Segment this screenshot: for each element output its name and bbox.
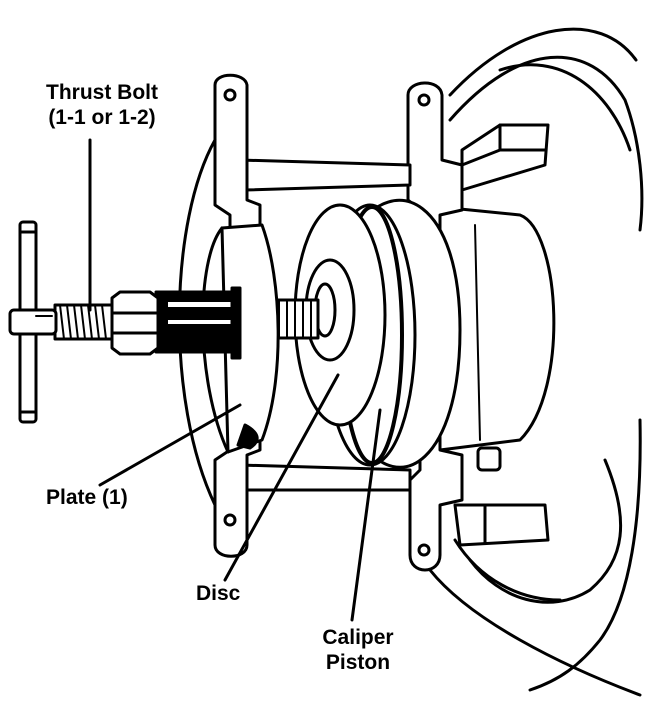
- t-handle: [10, 222, 56, 422]
- caliper-piston-label-line1: Caliper: [303, 625, 413, 650]
- tool-body: [156, 288, 240, 358]
- thrust-bolt-label-line2: (1-1 or 1-2): [14, 105, 190, 130]
- disc-label: Disc: [196, 581, 240, 606]
- caliper-piston-label-line2: Piston: [303, 650, 413, 675]
- thrust-bolt-thread: [55, 305, 112, 339]
- hex-nut: [112, 292, 158, 354]
- thrust-bolt-label: Thrust Bolt (1-1 or 1-2): [14, 80, 190, 130]
- upper-caliper-arm: [462, 125, 548, 190]
- plate-label: Plate (1): [46, 485, 128, 510]
- lower-caliper-arm: [455, 505, 548, 545]
- caliper-piston-label: Caliper Piston: [303, 625, 413, 675]
- thrust-bolt-label-line1: Thrust Bolt: [14, 80, 190, 105]
